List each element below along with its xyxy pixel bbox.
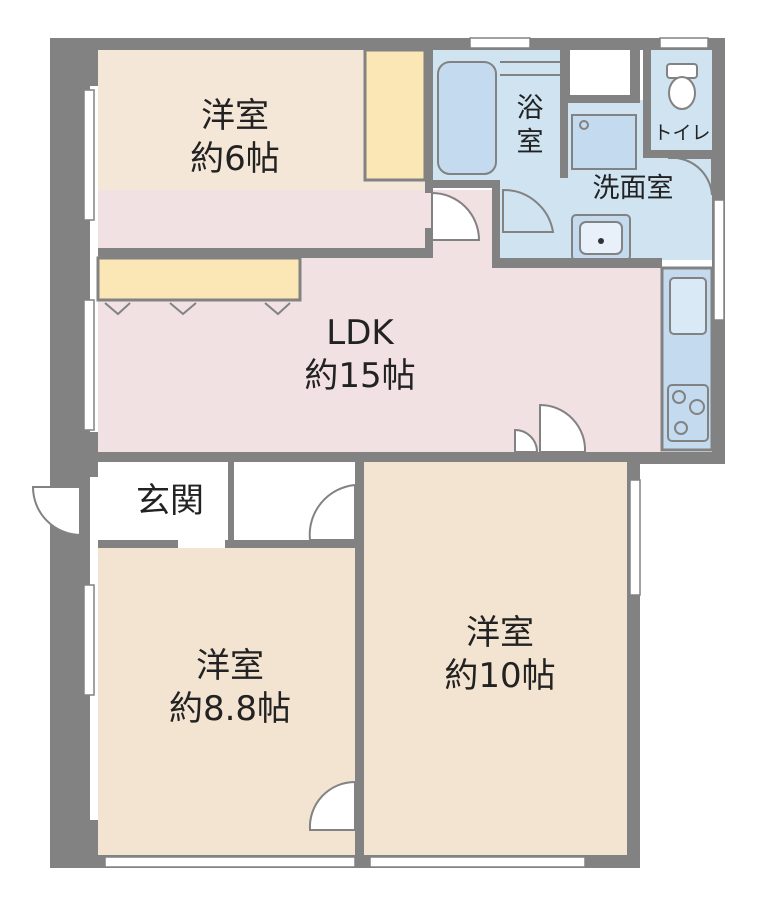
washing-machine-icon [571, 114, 637, 170]
interior-walls [98, 48, 713, 862]
room-label-washroom: 洗面室 [592, 173, 674, 204]
room-name: LDK [326, 313, 394, 353]
western-room-88-floor [98, 548, 356, 855]
room-size: 約15帖 [304, 355, 416, 396]
closet-door-marks [104, 302, 291, 316]
room-label-western-10: 洋室 約10帖 [420, 612, 580, 697]
room-label-western-88: 洋室 約8.8帖 [145, 645, 315, 730]
room-label-western-6: 洋室 約6帖 [165, 95, 305, 180]
room-name: 洋室 [196, 646, 264, 686]
toilet-fixture-icon [666, 63, 698, 110]
closet-6 [363, 48, 427, 182]
western-room-10-floor [364, 462, 627, 855]
door-swings [31, 156, 713, 831]
room-size: 約10帖 [444, 655, 556, 696]
bathtub-icon [437, 61, 497, 175]
room-name: 洋室 [201, 96, 269, 136]
sink-icon [669, 277, 707, 335]
room-label-entrance: 玄関 [136, 481, 204, 521]
room-label-ldk: LDK 約15帖 [280, 312, 440, 397]
room-name: 洋室 [466, 613, 534, 653]
room-label-bath: 浴 室 [516, 93, 544, 158]
room-size: 約6帖 [190, 138, 280, 179]
windows [83, 37, 725, 868]
room-size: 約8.8帖 [168, 688, 292, 729]
ldk-closet [96, 256, 302, 302]
room-label-toilet: トイレ [653, 122, 711, 144]
stove-icon [667, 384, 709, 442]
